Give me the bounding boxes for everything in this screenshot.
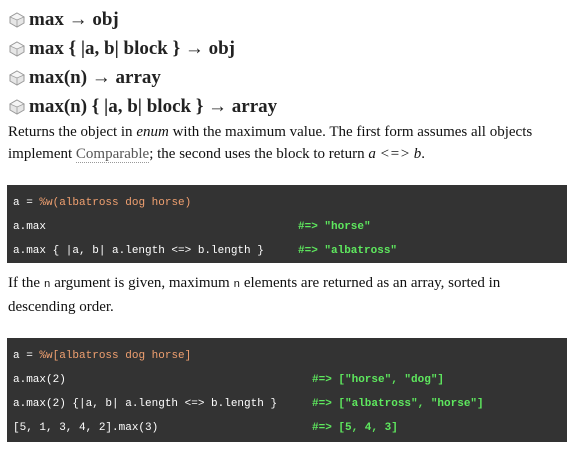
signature-1[interactable]: max → obj xyxy=(8,8,119,32)
signature-text: max(n) { |a, b| block } → array xyxy=(29,96,278,117)
gem-icon xyxy=(9,12,25,28)
signature-text: max → obj xyxy=(29,9,119,30)
code-block-2: a = %w[albatross dog horse] a.max(2) #=>… xyxy=(7,338,567,442)
description-paragraph-1: Returns the object in enum with the maxi… xyxy=(8,124,533,163)
signature-4[interactable]: max(n) { |a, b| block } → array xyxy=(8,95,277,119)
code-line: a.max { |a, b| a.length <=> b.length } xyxy=(13,245,264,257)
enum-term: enum xyxy=(136,124,169,140)
code-line: [5, 1, 3, 4, 2].max(3) xyxy=(13,422,159,434)
code-block-1: a = %w(albatross dog horse) a.max #=> "h… xyxy=(7,185,567,263)
signature-text: max(n) → array xyxy=(29,67,161,88)
gem-icon xyxy=(9,41,25,57)
signature-3[interactable]: max(n) → array xyxy=(8,66,161,90)
code-result: #=> "horse" xyxy=(298,221,371,233)
comparison-expression: a <=> b xyxy=(368,146,422,162)
signature-text: max { |a, b| block } → obj xyxy=(29,38,235,59)
code-line: a.max(2) xyxy=(13,374,66,386)
code-line: a.max xyxy=(13,221,47,233)
n-arg: n xyxy=(233,279,241,291)
code-line: a = %w[albatross dog horse] xyxy=(13,350,192,362)
code-result: #=> [5, 4, 3] xyxy=(312,422,398,434)
code-result: #=> ["albatross", "horse"] xyxy=(312,398,484,410)
n-arg: n xyxy=(43,279,51,291)
code-line: a.max(2) {|a, b| a.length <=> b.length } xyxy=(13,398,278,410)
description-paragraph-2: If the n argument is given, maximum n el… xyxy=(8,275,501,315)
gem-icon xyxy=(9,70,25,86)
code-result: #=> ["horse", "dog"] xyxy=(312,374,445,386)
code-line: a = %w(albatross dog horse) xyxy=(13,197,192,209)
comparable-link[interactable]: Comparable xyxy=(75,146,150,163)
gem-icon xyxy=(9,99,25,115)
code-result: #=> "albatross" xyxy=(298,245,398,257)
signature-2[interactable]: max { |a, b| block } → obj xyxy=(8,37,235,61)
